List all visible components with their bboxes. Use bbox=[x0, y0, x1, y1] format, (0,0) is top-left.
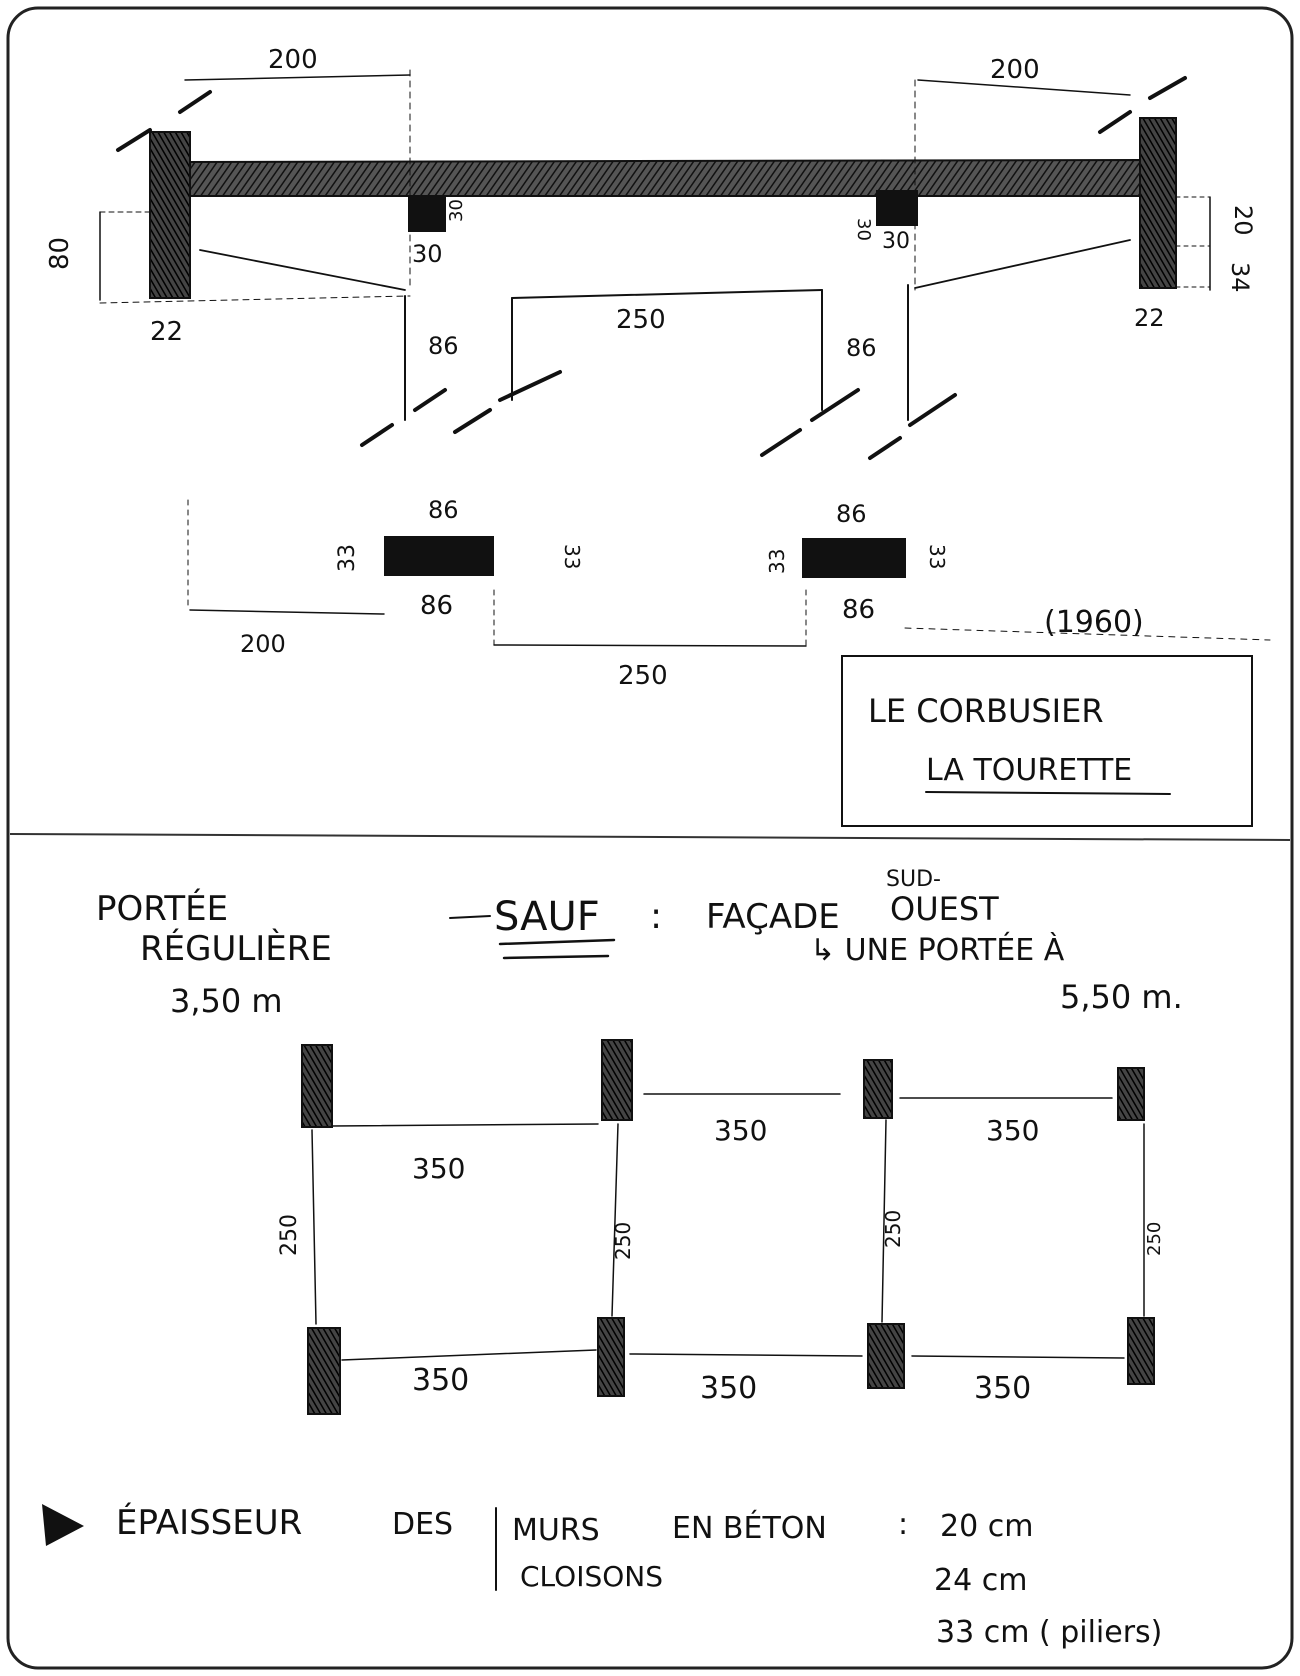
grid-250-4: 250 bbox=[1144, 1222, 1165, 1256]
dim-200-right: 200 bbox=[990, 55, 1040, 85]
note-ouest: OUEST bbox=[890, 890, 999, 928]
dim-30-b: 30 bbox=[412, 240, 443, 268]
dim-250-top: 250 bbox=[616, 305, 666, 335]
note-span2: 5,50 m. bbox=[1060, 978, 1183, 1016]
title-line1: LE CORBUSIER bbox=[868, 692, 1104, 730]
note-une-portee: ↳ UNE PORTÉE À bbox=[810, 932, 1065, 968]
grid-350-4: 350 bbox=[412, 1363, 469, 1398]
plan-86-tr: 86 bbox=[836, 500, 867, 528]
grid-350-3: 350 bbox=[986, 1114, 1039, 1147]
left-column bbox=[149, 131, 191, 299]
dim-80: 80 bbox=[45, 237, 75, 270]
note-colon: : bbox=[650, 896, 662, 937]
plan-33-c: 33 bbox=[765, 549, 789, 574]
grid-350-2: 350 bbox=[714, 1114, 767, 1147]
grid-350-6: 350 bbox=[974, 1371, 1031, 1406]
note-portee: PORTÉE bbox=[96, 888, 228, 929]
title-box: LE CORBUSIER LA TOURETTE bbox=[841, 655, 1253, 827]
note-reguliere: RÉGULIÈRE bbox=[140, 928, 332, 969]
title-line2: LA TOURETTE bbox=[926, 753, 1132, 788]
dim-30-a: 30 bbox=[446, 199, 467, 222]
page-divider bbox=[9, 833, 1291, 841]
legend-v2: 24 cm bbox=[934, 1563, 1027, 1598]
note-span: 3,50 m bbox=[170, 982, 283, 1020]
dim-22-left: 22 bbox=[150, 317, 183, 347]
dim-22-right: 22 bbox=[1134, 304, 1165, 332]
pillar bbox=[307, 1327, 341, 1415]
pillar bbox=[1117, 1067, 1145, 1121]
legend-en-beton: EN BÉTON bbox=[672, 1510, 827, 1546]
dim-20: 20 bbox=[1229, 205, 1257, 236]
legend-murs: MURS bbox=[512, 1513, 600, 1548]
note-sud: SUD- bbox=[886, 867, 941, 892]
dim-200-left: 200 bbox=[268, 45, 318, 75]
beam bbox=[185, 158, 1141, 197]
pillar bbox=[863, 1059, 893, 1119]
note-facade: FAÇADE bbox=[706, 897, 840, 937]
pillar bbox=[1127, 1317, 1155, 1385]
pillar-plan-left bbox=[384, 536, 494, 576]
plan-33-b: 33 bbox=[560, 544, 584, 569]
plan-250: 250 bbox=[618, 661, 668, 691]
plan-33-d: 33 bbox=[925, 544, 949, 569]
year-label: (1960) bbox=[1044, 605, 1144, 640]
grid-350-5: 350 bbox=[700, 1371, 757, 1406]
pillar bbox=[867, 1323, 905, 1389]
legend-v3: 33 cm ( piliers) bbox=[936, 1615, 1162, 1650]
pillar bbox=[301, 1044, 333, 1128]
grid-250-1: 250 bbox=[277, 1214, 302, 1256]
pillar bbox=[601, 1039, 633, 1121]
pillar-plan-right bbox=[802, 538, 906, 578]
elevation-drawing: 200 200 80 22 30 30 30 30 20 34 22 86 bbox=[45, 45, 1257, 460]
pillar bbox=[597, 1317, 625, 1397]
dim-86-a: 86 bbox=[428, 332, 459, 360]
dim-34: 34 bbox=[1226, 262, 1254, 293]
pillar-grid: 350 350 350 350 350 350 250 250 250 250 bbox=[277, 1039, 1165, 1415]
plan-200: 200 bbox=[240, 630, 286, 658]
legend: ÉPAISSEUR DES MURS EN BÉTON : CLOISONS 2… bbox=[42, 1502, 1162, 1650]
note-sauf: SAUF bbox=[494, 894, 600, 940]
legend-v1: 20 cm bbox=[940, 1509, 1033, 1544]
dim-86-b: 86 bbox=[846, 334, 877, 362]
plan-86-br: 86 bbox=[842, 595, 875, 625]
beam-block-left bbox=[408, 196, 446, 232]
plan-33-a: 33 bbox=[335, 544, 360, 572]
legend-cloisons: CLOISONS bbox=[520, 1560, 663, 1593]
legend-epaisseur: ÉPAISSEUR bbox=[116, 1502, 302, 1543]
grid-250-3: 250 bbox=[881, 1210, 905, 1248]
right-column bbox=[1139, 117, 1177, 289]
plan-86-tl: 86 bbox=[428, 496, 459, 524]
legend-des: DES bbox=[392, 1507, 453, 1542]
legend-colon: : bbox=[898, 1507, 908, 1542]
grid-350-1: 350 bbox=[412, 1152, 465, 1185]
plan-drawing: 86 86 86 86 33 33 33 33 200 250 (1960) bbox=[187, 496, 1271, 691]
grid-250-2: 250 bbox=[611, 1222, 635, 1260]
dim-30-c: 30 bbox=[853, 218, 874, 241]
dim-30-d: 30 bbox=[882, 229, 910, 254]
bullet-triangle-icon bbox=[42, 1504, 84, 1546]
plan-86-bl: 86 bbox=[420, 591, 453, 621]
notes: PORTÉE RÉGULIÈRE 3,50 m SAUF : FAÇADE SU… bbox=[96, 867, 1183, 1020]
beam-block-right bbox=[876, 190, 918, 226]
